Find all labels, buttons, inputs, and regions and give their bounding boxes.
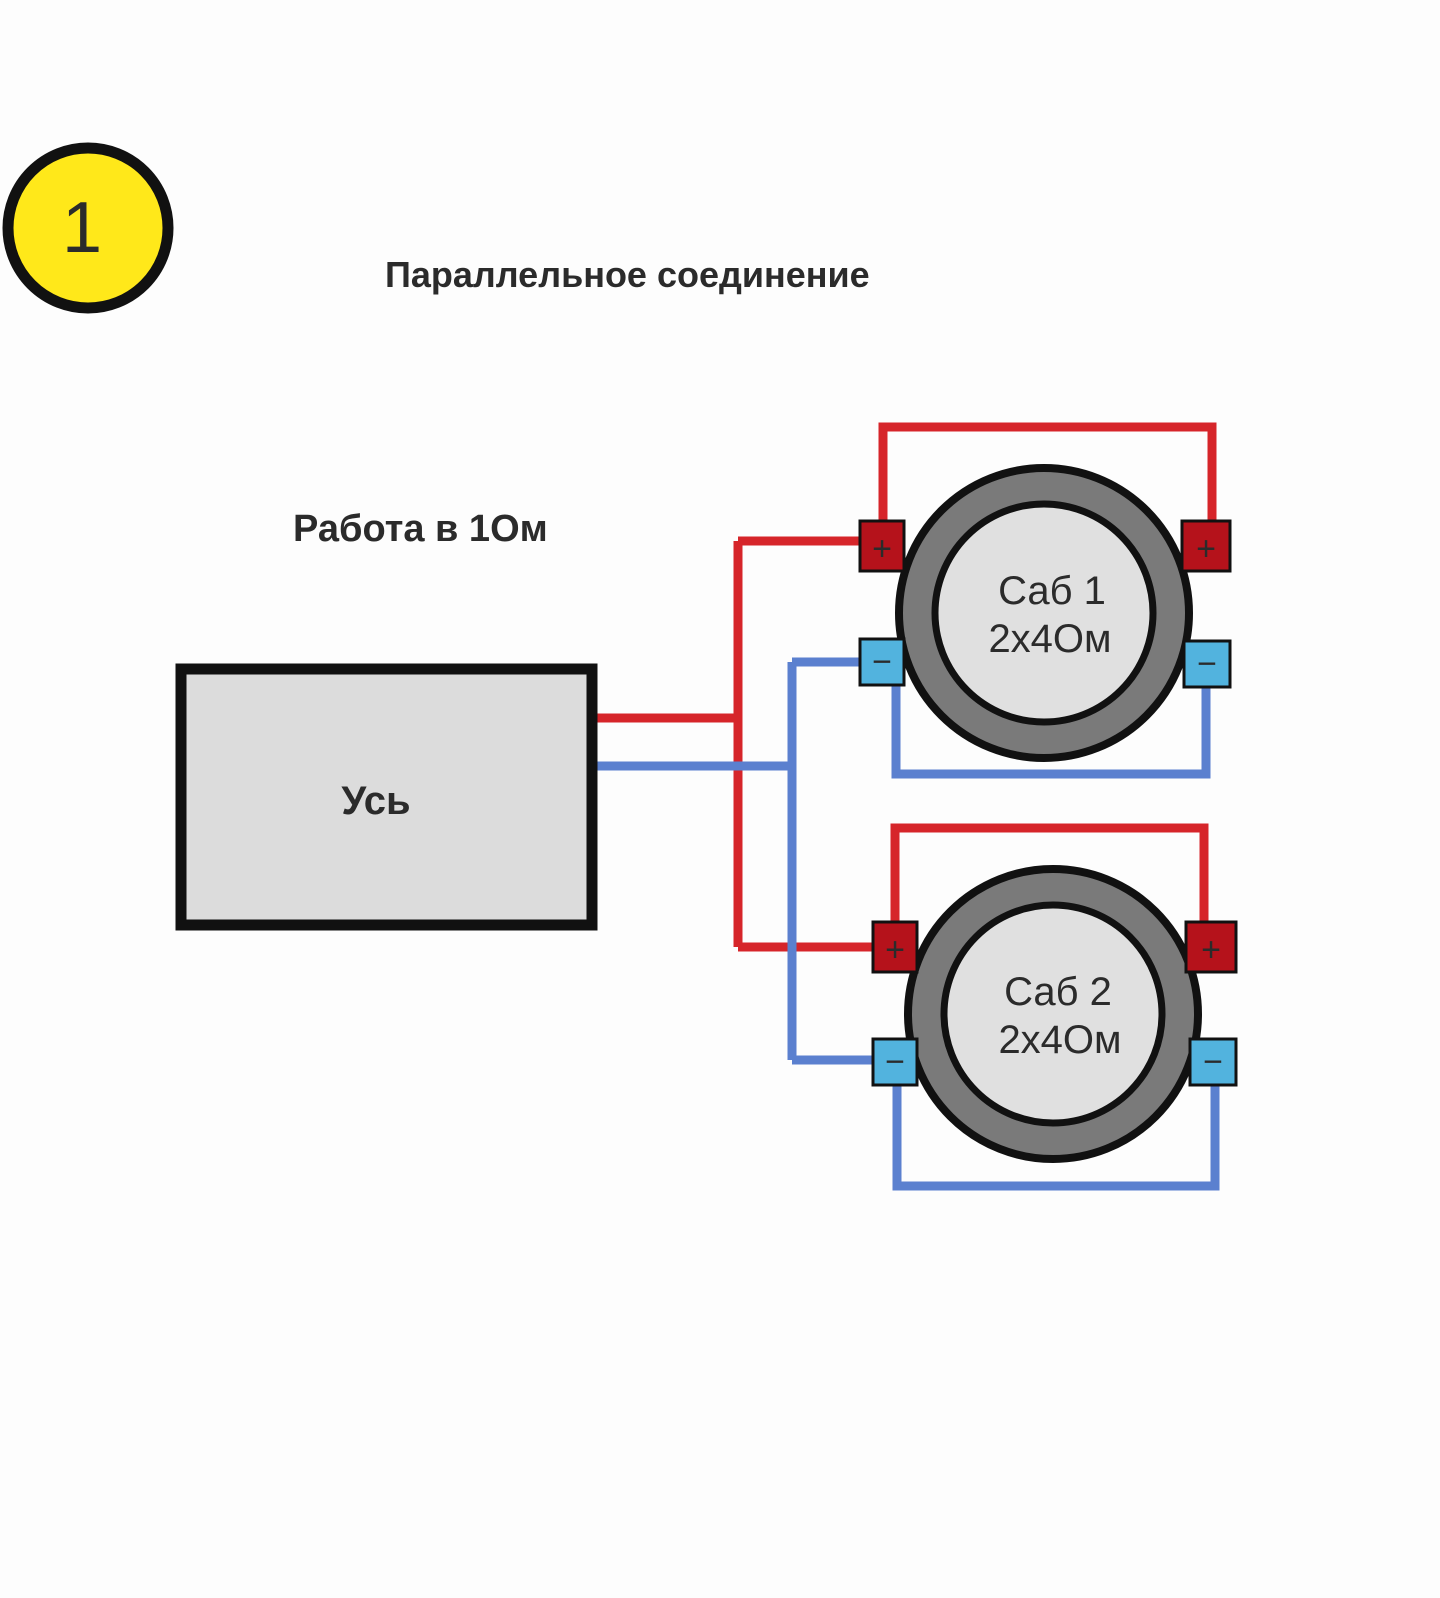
sub2-plus-terminal-right: + xyxy=(1184,920,1238,974)
sub2-plus-terminal-left: + xyxy=(871,920,919,974)
sub2-spec: 2х4Ом xyxy=(998,1018,1121,1062)
minus-icon: − xyxy=(885,1043,905,1081)
sub1-plus-terminal-right: + xyxy=(1180,519,1232,573)
minus-icon: − xyxy=(1197,645,1217,683)
step-badge: 1 xyxy=(2,142,174,314)
sub2-name: Саб 2 xyxy=(1004,970,1112,1014)
sub2-cone xyxy=(940,901,1166,1127)
amplifier: Усь xyxy=(175,663,598,931)
sub1-minus-terminal-left: − xyxy=(858,637,906,687)
terminal-box xyxy=(1180,519,1232,573)
subwoofer-2: Саб 2 2х4Ом + + − − xyxy=(871,865,1238,1163)
plus-icon: + xyxy=(885,931,905,969)
sub2-positive-jumper xyxy=(890,823,1209,922)
sub1-plus-terminal-left: + xyxy=(858,519,906,573)
plus-icon: + xyxy=(872,530,892,568)
terminal-box xyxy=(1188,1037,1238,1087)
sub2-negative-jumper xyxy=(892,1085,1220,1191)
minus-icon: − xyxy=(872,643,892,681)
subwoofer-1: Саб 1 2х4Ом + + − − xyxy=(858,464,1232,762)
amplifier-box xyxy=(175,663,598,931)
sub2-minus-terminal-left: − xyxy=(871,1037,919,1087)
mode-label: Работа в 1Ом xyxy=(293,508,548,550)
sub1-negative-jumper xyxy=(891,686,1211,779)
terminal-box xyxy=(858,519,906,573)
sub1-cone xyxy=(931,500,1157,726)
terminal-box xyxy=(871,1037,919,1087)
plus-icon: + xyxy=(1201,931,1221,969)
plus-icon: + xyxy=(1196,530,1216,568)
minus-icon: − xyxy=(1203,1043,1223,1081)
diagram-title: Параллельное соединение xyxy=(385,254,870,295)
amplifier-label: Усь xyxy=(341,779,410,823)
positive-wires xyxy=(592,422,1217,952)
terminal-box xyxy=(1184,920,1238,974)
negative-wires xyxy=(592,657,1220,1191)
badge-circle xyxy=(2,142,174,314)
terminal-box xyxy=(858,637,906,687)
sub2-minus-terminal-right: − xyxy=(1188,1037,1238,1087)
badge-number: 1 xyxy=(62,188,102,268)
sub1-positive-jumper xyxy=(878,422,1217,521)
sub1-minus-terminal-right: − xyxy=(1182,639,1232,689)
sub1-spec: 2х4Ом xyxy=(988,617,1111,661)
terminal-box xyxy=(871,920,919,974)
sub1-name: Саб 1 xyxy=(998,569,1106,613)
terminal-box xyxy=(1182,639,1232,689)
